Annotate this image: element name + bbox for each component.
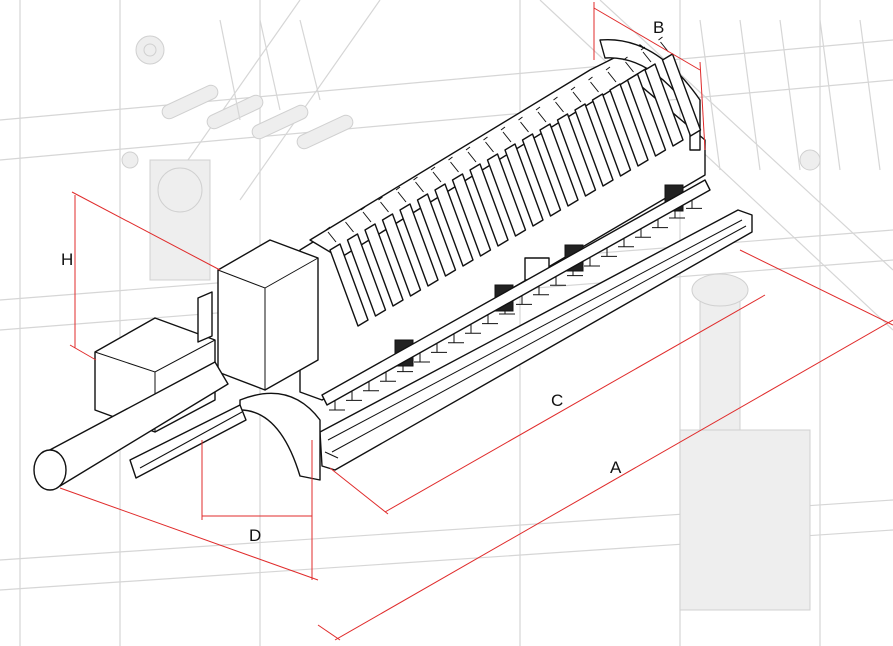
dimension-lines — [59, 2, 893, 641]
dimension-label-a: A — [610, 458, 622, 477]
filter-plate — [661, 53, 702, 137]
drip-tray — [319, 209, 753, 471]
plate-handle — [588, 76, 599, 93]
filter-plate — [504, 143, 544, 227]
dimension-b — [593, 2, 706, 151]
plate-handle — [465, 146, 477, 163]
background-bolts — [121, 35, 821, 171]
filter-plate — [434, 183, 474, 267]
plate-handle — [413, 176, 424, 193]
hydraulic-cylinder-rod — [33, 361, 229, 491]
plate-handle — [395, 186, 407, 203]
filter-plate — [329, 243, 369, 327]
plate-handle — [518, 116, 529, 133]
dimension-label-b: B — [653, 18, 664, 37]
plate-handle — [570, 86, 582, 103]
filter-plate — [644, 63, 684, 147]
filter-plate — [486, 153, 527, 237]
dimension-label-d: D — [249, 526, 261, 545]
background-plates — [219, 19, 881, 171]
side-bracket — [197, 291, 213, 343]
dimension-a — [317, 249, 893, 641]
filter-plate — [626, 73, 667, 157]
plate-handle — [605, 66, 617, 83]
filter-plate — [346, 233, 387, 317]
filter-plate — [399, 203, 439, 287]
dimension-label-c: C — [551, 391, 563, 410]
filter-plate — [609, 83, 649, 167]
hydraulic-head — [217, 239, 321, 481]
filter-plate — [539, 123, 579, 207]
plate-handle — [500, 126, 512, 143]
dimension-h — [69, 191, 221, 361]
plate-handle — [430, 166, 442, 183]
plate-handle — [658, 36, 669, 53]
filter-plate — [574, 103, 614, 187]
dimension-labels: A B C D H — [61, 18, 664, 545]
dimension-c — [329, 294, 766, 515]
plate-handle — [325, 226, 337, 243]
filter-plate — [364, 223, 404, 307]
lower-manifold — [321, 179, 711, 406]
dimension-overall-base — [59, 487, 319, 581]
filter-plate — [521, 133, 562, 217]
plate-handle — [535, 106, 547, 123]
plate-handle — [640, 46, 652, 63]
plate-handle — [360, 206, 372, 223]
dimension-d — [201, 440, 313, 580]
plate-handle — [623, 56, 634, 73]
plate-handle — [378, 196, 389, 213]
filter-plate-pack — [325, 36, 702, 327]
dimension-label-h: H — [61, 250, 73, 269]
filter-plate — [556, 113, 597, 197]
plate-handle — [483, 136, 494, 153]
plate-handle — [343, 216, 354, 233]
filter-plate — [381, 213, 422, 297]
filter-plate — [591, 93, 632, 177]
filter-plate — [469, 163, 509, 247]
filter-plate — [416, 193, 457, 277]
background-rollers — [161, 84, 354, 150]
filter-plate — [451, 173, 492, 257]
machine — [33, 36, 753, 491]
plate-handle — [448, 156, 459, 173]
plate-handle — [553, 96, 564, 113]
